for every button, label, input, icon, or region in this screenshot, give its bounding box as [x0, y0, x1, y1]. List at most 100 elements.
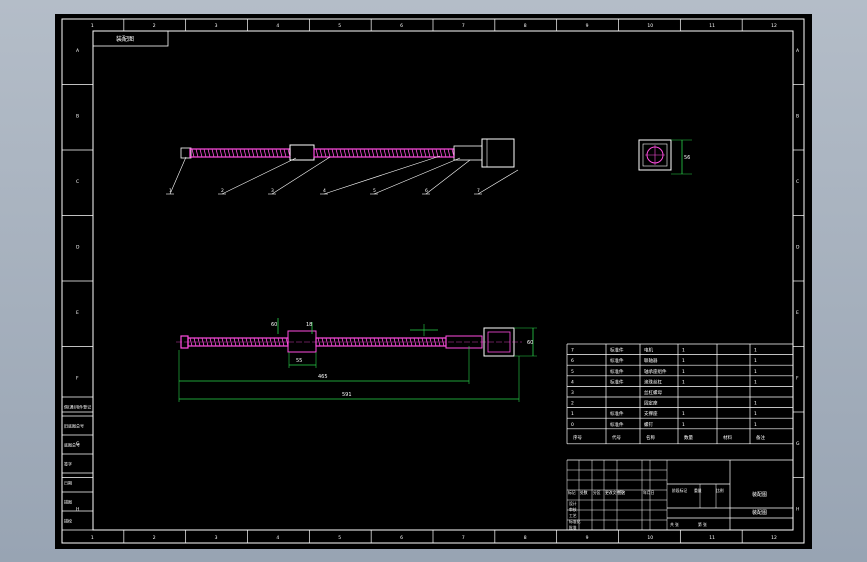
- screw-thread: [395, 148, 399, 158]
- screw-thread: [243, 148, 247, 158]
- screw-thread: [409, 337, 413, 347]
- screw-thread: [357, 337, 361, 347]
- screw-thread: [351, 148, 355, 158]
- bom-cell: 支撑座: [644, 410, 658, 417]
- screw-thread: [431, 148, 435, 158]
- tb-change-label: 标记: [568, 490, 576, 495]
- screw-thread: [339, 148, 343, 158]
- screw-thread: [437, 337, 441, 347]
- tb-sheet-label: 共 张: [670, 522, 679, 527]
- zone-number-bottom: 1: [91, 535, 94, 541]
- tb-change-label: 处数: [580, 490, 588, 495]
- bom-cell: 7: [571, 348, 574, 354]
- zone-number-bottom: 4: [276, 535, 279, 541]
- bom-cell: 固定座: [644, 400, 658, 407]
- title-tag: 装配图: [116, 35, 134, 43]
- zone-number-top: 8: [524, 23, 527, 29]
- tb-design-label: 批准: [569, 525, 577, 530]
- screw-thread: [371, 148, 375, 158]
- bom-cell: 联轴器: [644, 357, 658, 364]
- screw-thread: [325, 337, 329, 347]
- screw-thread: [389, 337, 393, 347]
- zone-number-top: 7: [462, 23, 465, 29]
- left-strip-label: 底图总号: [64, 442, 80, 448]
- end-view-housing[interactable]: [638, 139, 672, 171]
- left-strip-label: 描图: [64, 499, 72, 505]
- zone-number-bottom: 11: [709, 535, 715, 541]
- screw-thread: [427, 148, 431, 158]
- zone-letter-right: B: [796, 113, 799, 119]
- tb-change-label: 年月日: [643, 490, 655, 495]
- bom-cell: 6: [571, 358, 574, 364]
- bom-cell: 1: [754, 369, 757, 375]
- zone-letter-left: C: [76, 179, 79, 185]
- title-tag-box: [92, 30, 169, 47]
- bom-cell: 1: [754, 411, 757, 417]
- bom-cell: 4: [571, 379, 574, 385]
- screw-thread: [439, 148, 443, 158]
- bom-cell: 1: [682, 411, 685, 417]
- zone-number-bottom: 3: [215, 535, 218, 541]
- zone-number-bottom: 10: [647, 535, 653, 541]
- screw-thread: [329, 337, 333, 347]
- balloon-number: 2: [221, 188, 224, 194]
- motor-body[interactable]: [481, 138, 515, 168]
- zone-letter-left: B: [76, 113, 79, 119]
- screw-thread: [333, 337, 337, 347]
- zone-number-bottom: 9: [586, 535, 589, 541]
- top-view-assembly[interactable]: [180, 138, 515, 168]
- bom-cell: 电机: [644, 347, 653, 354]
- zone-number-top: 9: [586, 23, 589, 29]
- screw-thread: [227, 148, 231, 158]
- screw-thread: [377, 337, 381, 347]
- zone-letter-right: H: [796, 506, 799, 512]
- screw-thread: [349, 337, 353, 347]
- screw-thread: [383, 148, 387, 158]
- screw-thread: [261, 337, 265, 347]
- tb-change-label: 签名: [618, 490, 626, 495]
- zone-number-bottom: 6: [400, 535, 403, 541]
- screw-thread: [263, 148, 267, 158]
- screw-thread: [323, 148, 327, 158]
- screw-thread: [201, 337, 205, 347]
- tb-design-label: 审核: [569, 507, 577, 512]
- screw-thread: [345, 337, 349, 347]
- screw-thread: [367, 148, 371, 158]
- screw-thread: [239, 148, 243, 158]
- bearing-end-left[interactable]: [180, 147, 192, 159]
- balloon-number: 5: [373, 188, 376, 194]
- screw-thread: [363, 148, 367, 158]
- screw-thread: [207, 148, 211, 158]
- zone-letter-left: G: [76, 441, 80, 447]
- screw-thread: [277, 337, 281, 347]
- bom-cell: 3: [571, 390, 574, 396]
- balloon-number: 1: [169, 188, 172, 194]
- zone-number-top: 4: [276, 23, 279, 29]
- bom-cell: 2: [571, 401, 574, 407]
- front-view-assembly[interactable]: [176, 327, 522, 357]
- screw-thread: [279, 148, 283, 158]
- screw-thread: [387, 148, 391, 158]
- screw-thread: [341, 337, 345, 347]
- screw-thread: [203, 148, 207, 158]
- bom-cell: 标准件: [610, 410, 624, 417]
- screw-thread: [231, 148, 235, 158]
- screw-thread: [315, 148, 319, 158]
- tb-sheet-label: 第 张: [698, 522, 707, 527]
- screw-thread: [447, 148, 451, 158]
- screw-thread: [393, 337, 397, 347]
- screw-thread: [391, 148, 395, 158]
- tb-change-label: 分区: [593, 490, 601, 495]
- title-block[interactable]: 标记处数分区更改文件号签名年月日设计审核工艺标准化批准阶段标记重量比例共 张第 …: [566, 459, 793, 530]
- left-strip-label: 签字: [64, 461, 72, 467]
- end-view[interactable]: 56: [638, 139, 692, 175]
- bom-header-cell: 材料: [723, 434, 732, 441]
- screw-thread: [209, 337, 213, 347]
- screw-thread: [275, 148, 279, 158]
- screw-thread: [405, 337, 409, 347]
- zone-number-top: 11: [709, 23, 715, 29]
- zone-letter-left: F: [76, 375, 79, 381]
